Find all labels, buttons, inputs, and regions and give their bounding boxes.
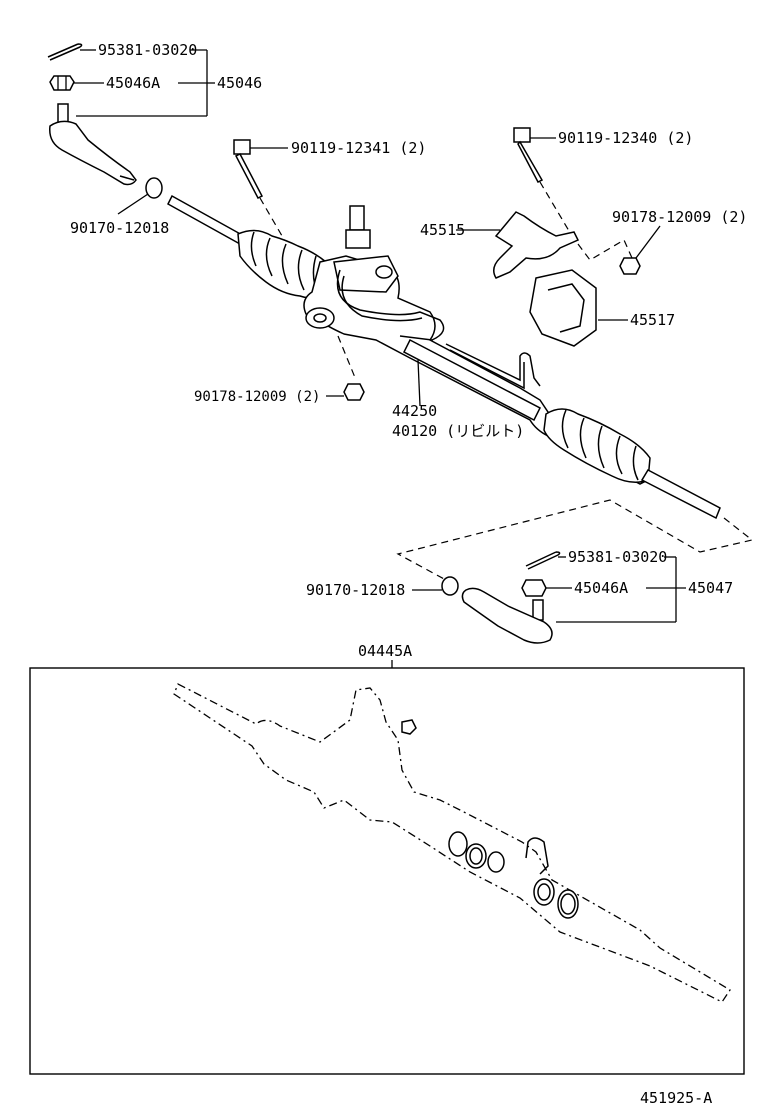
kit-nut — [401, 719, 417, 735]
label-bolt-right: 90119-12340 (2) — [558, 129, 693, 147]
label-cotter-pin-right: 95381-03020 — [568, 548, 667, 566]
label-nut-left: 45046A — [106, 74, 160, 92]
nut-bracket-left — [343, 383, 365, 401]
figure-number: 451925-A — [640, 1089, 712, 1107]
kit-box — [29, 667, 745, 1075]
bolt-right — [513, 127, 544, 183]
label-nut-bracket-right: 90178-12009 (2) — [612, 208, 747, 226]
bolt-left — [233, 139, 264, 199]
label-kit: 04445A — [358, 642, 412, 660]
kit-seals — [448, 831, 579, 919]
tie-rod-end-left — [49, 103, 137, 186]
label-grommet: 45517 — [630, 311, 675, 329]
label-cotter-pin-left: 95381-03020 — [98, 41, 197, 59]
kit-rack-outline — [173, 683, 731, 1003]
label-clip-right: 90170-12018 — [306, 581, 405, 599]
castle-nut-left — [49, 75, 75, 91]
cotter-pin-right — [525, 551, 561, 570]
clip-right — [441, 576, 459, 596]
clip-left — [145, 177, 163, 199]
clamp-bracket — [493, 211, 580, 279]
nut-bracket-right — [619, 257, 641, 275]
grommet — [529, 269, 597, 347]
label-gear-assy: 44250 — [392, 402, 437, 420]
label-clamp: 45515 — [420, 221, 465, 239]
steering-rack — [167, 194, 721, 520]
label-gear-rebuilt: 40120 (リビルト) — [392, 422, 524, 440]
label-nut-bracket-left: 90178-12009 (2) — [194, 389, 320, 405]
label-clip-left: 90170-12018 — [70, 219, 169, 237]
label-tie-rod-end-right: 45047 — [688, 579, 733, 597]
label-tie-rod-end-left: 45046 — [217, 74, 262, 92]
label-bolt-left: 90119-12341 (2) — [291, 139, 426, 157]
cotter-pin-left — [47, 43, 83, 61]
label-nut-right: 45046A — [574, 579, 628, 597]
tie-rod-end-right — [461, 587, 553, 644]
castle-nut-right — [521, 579, 547, 597]
